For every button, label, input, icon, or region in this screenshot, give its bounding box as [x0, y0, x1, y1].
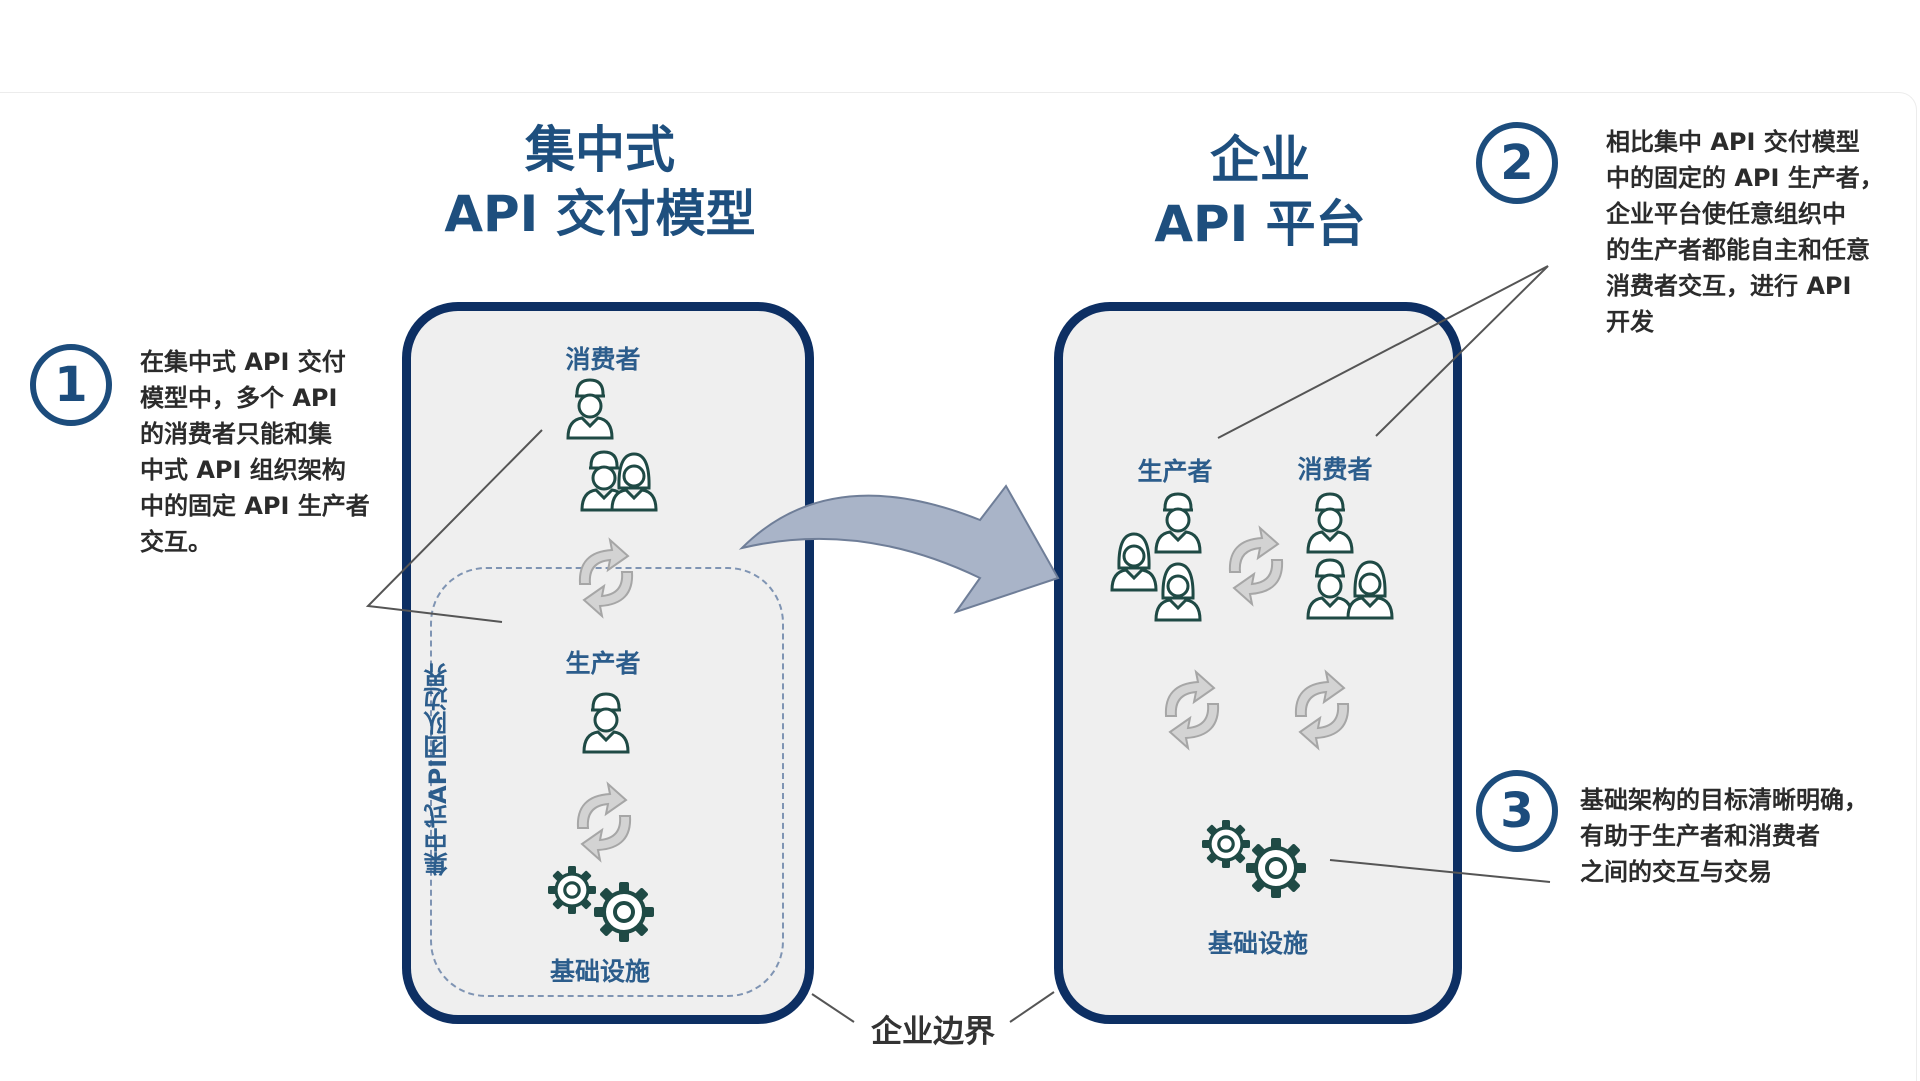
producer-person-icon — [1154, 562, 1202, 622]
consumer-person-icon — [566, 378, 614, 440]
callout-2-text: 相比集中 API 交付模型 中的固定的 API 生产者， 企业平台使任意组织中 … — [1606, 128, 1884, 336]
exchange-cycle-icon — [1228, 527, 1284, 605]
callout-2-leader — [1217, 265, 1549, 439]
callout-3-leader — [1329, 859, 1551, 883]
consumer-person-icon — [1306, 492, 1354, 554]
right-consumer-label: 消费者 — [1297, 455, 1373, 484]
enterprise-boundary-label: 企业边界 — [871, 1014, 995, 1050]
callout-1-text: 在集中式 API 交付 模型中，多个 API 的消费者只能和集 中式 API 组… — [140, 348, 370, 556]
callout-1-leader — [365, 429, 543, 623]
consumer-person-icon — [610, 452, 658, 512]
gear-icon — [1244, 836, 1308, 900]
gear-icon — [1200, 818, 1252, 870]
enterprise-platform-panel — [1054, 302, 1462, 1024]
gear-icon — [592, 880, 656, 944]
enterprise-boundary-leader — [1009, 991, 1055, 1023]
exchange-cycle-icon — [576, 783, 632, 861]
enterprise-title-line2: API 平台 — [1154, 195, 1366, 253]
centralized-model-title: 集中式 API 交付模型 — [400, 118, 800, 246]
callout-3-text: 基础架构的目标清晰明确， 有助于生产者和消费者 之间的交互与交易 — [1580, 786, 1868, 886]
transition-arrow — [738, 484, 1060, 614]
callout-3-badge: 3 — [1476, 770, 1558, 852]
consumer-person-icon — [1306, 558, 1354, 620]
callout-1-badge: 1 — [30, 344, 112, 426]
centralized-title-line2: API 交付模型 — [444, 185, 756, 243]
centralized-title-line1: 集中式 — [525, 121, 675, 179]
left-producer-label: 生产者 — [565, 649, 641, 678]
right-infrastructure-label: 基础设施 — [1207, 929, 1308, 958]
exchange-cycle-icon — [1164, 671, 1220, 749]
enterprise-boundary-leader — [811, 993, 855, 1023]
central-team-boundary-label: 集中式API团队边界 — [424, 662, 452, 876]
left-consumer-label: 消费者 — [565, 345, 641, 374]
enterprise-platform-title: 企业 API 平台 — [1060, 128, 1460, 256]
exchange-cycle-icon — [578, 539, 634, 617]
right-producer-label: 生产者 — [1137, 457, 1213, 486]
left-infrastructure-label: 基础设施 — [549, 957, 650, 986]
gear-icon — [546, 864, 598, 916]
exchange-cycle-icon — [1294, 671, 1350, 749]
central-team-boundary — [430, 567, 784, 997]
enterprise-title-line1: 企业 — [1210, 131, 1310, 189]
callout-2-badge: 2 — [1476, 122, 1558, 204]
producer-person-icon — [1110, 532, 1158, 592]
diagram-canvas — [0, 92, 1917, 1081]
producer-person-icon — [582, 692, 630, 754]
producer-person-icon — [1154, 492, 1202, 554]
consumer-person-icon — [1346, 560, 1394, 620]
